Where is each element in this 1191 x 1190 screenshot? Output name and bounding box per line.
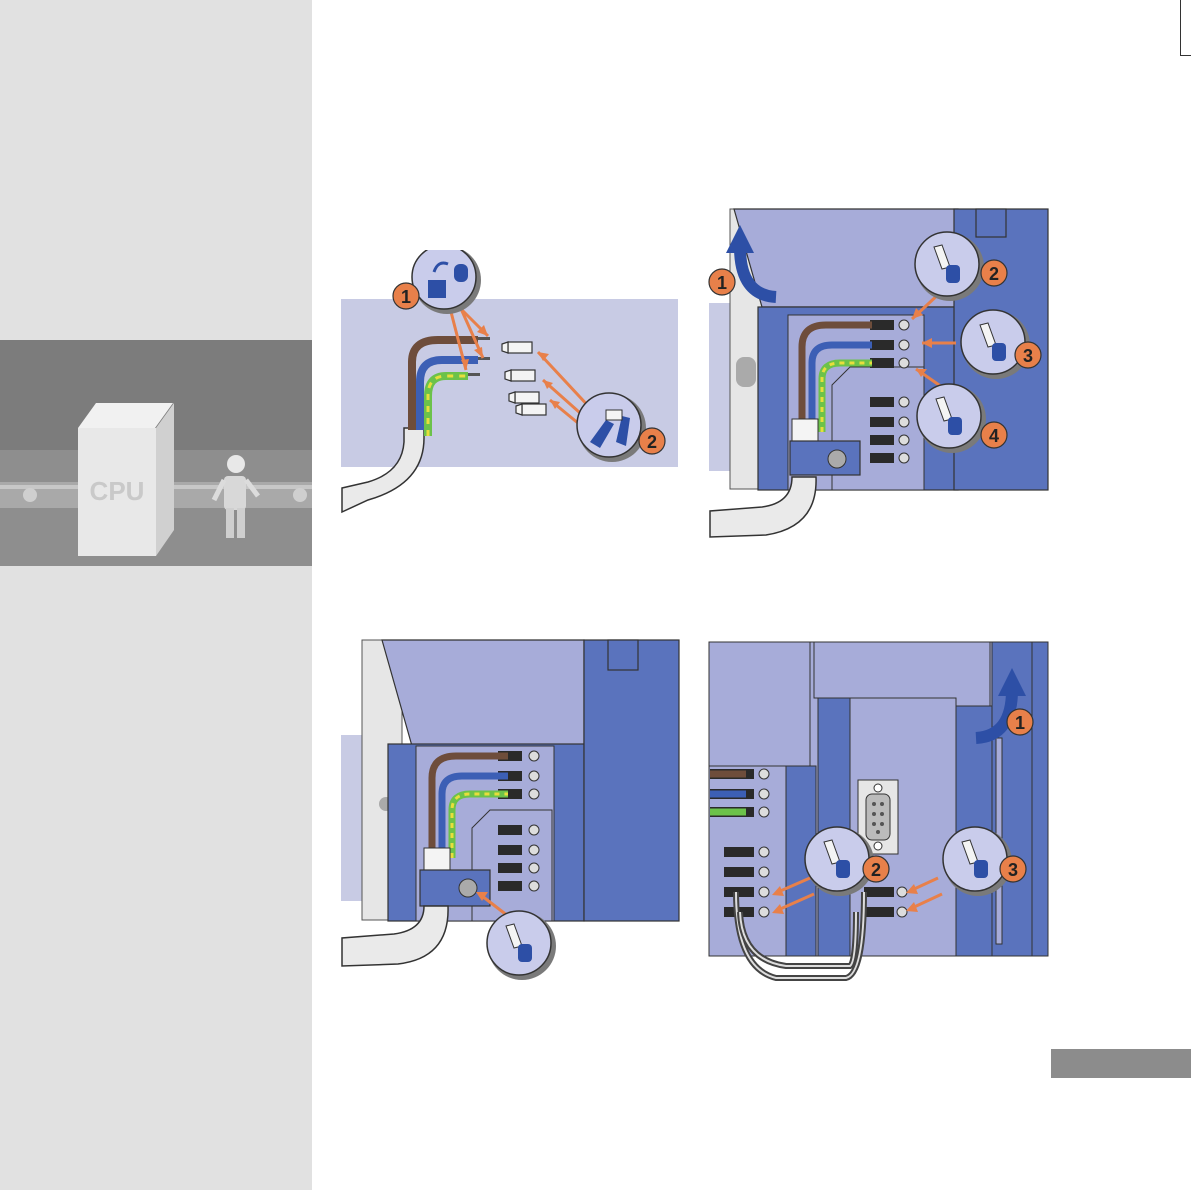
step-2-badge: 2	[981, 260, 1007, 286]
svg-text:2: 2	[647, 432, 657, 452]
step-2-badge: 2	[639, 428, 665, 454]
page-tab	[1051, 1049, 1191, 1078]
svg-text:4: 4	[989, 426, 999, 446]
step-4-badge: 4	[981, 422, 1007, 448]
panel-connect-power: 1 2 3 4	[706, 207, 1051, 542]
panel-clamp-cable	[338, 638, 683, 983]
corner-rule	[1180, 0, 1181, 55]
step-1-badge: 1	[1007, 709, 1033, 735]
step-2-badge: 2	[863, 856, 889, 882]
svg-text:2: 2	[871, 860, 881, 880]
step-1-badge: 1	[709, 269, 735, 295]
panel-jumper-wires: 1 2 3	[706, 638, 1051, 990]
step-3-badge: 3	[1015, 342, 1041, 368]
svg-text:1: 1	[401, 287, 411, 307]
cpu-photo: CPU	[0, 340, 312, 566]
svg-text:3: 3	[1023, 346, 1033, 366]
panel-strip-wires: 1 2	[338, 250, 683, 532]
cpu-label: CPU	[90, 476, 145, 506]
svg-text:1: 1	[717, 273, 727, 293]
svg-text:2: 2	[989, 264, 999, 284]
step-3-badge: 3	[1000, 856, 1026, 882]
sidebar: CPU	[0, 0, 312, 1190]
step-1-badge: 1	[393, 283, 419, 309]
corner-rule-horizontal	[1180, 55, 1191, 56]
svg-text:3: 3	[1008, 860, 1018, 880]
svg-text:1: 1	[1015, 713, 1025, 733]
